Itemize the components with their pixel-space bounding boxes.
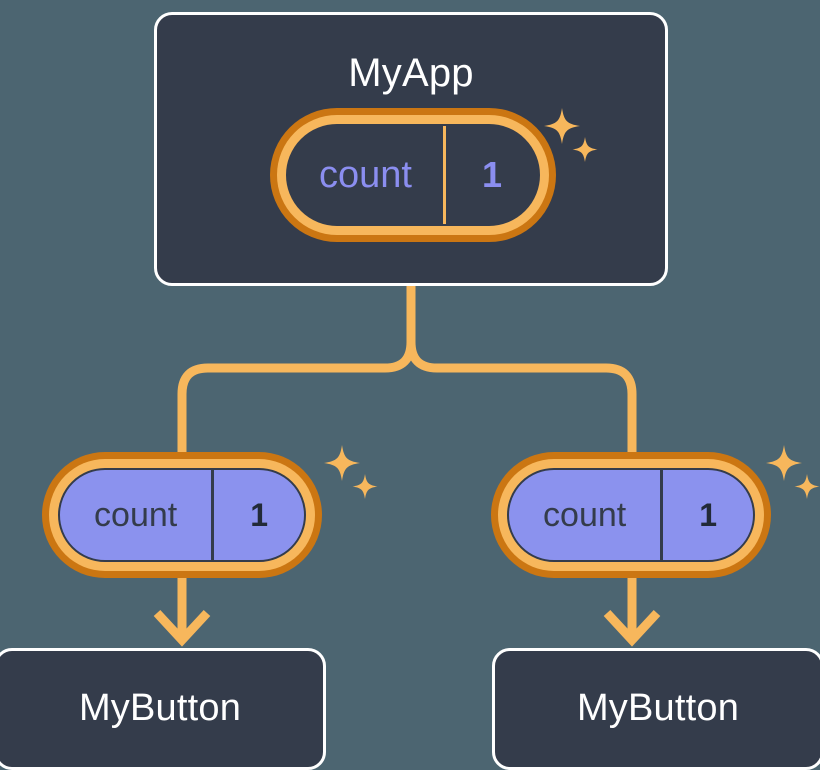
state-pill-child-right[interactable]: count 1: [491, 452, 771, 578]
state-pill-body: count 1: [58, 468, 306, 562]
state-value-label: 1: [211, 470, 304, 560]
state-key-label: count: [94, 495, 178, 534]
sparkle-group-child-left: [320, 441, 384, 510]
connector-tree-path-right: [406, 341, 637, 452]
arrow-left: [153, 578, 211, 647]
state-pill-body: count 1: [286, 124, 540, 226]
state-pill-ring-inner: count 1: [277, 115, 549, 235]
sparkle-icon-large: [766, 445, 802, 481]
component-title-mybutton: MyButton: [78, 687, 242, 729]
connector-tree-path: [177, 286, 416, 452]
sparkle-icon-large: [324, 445, 360, 481]
sparkle-group-child-right: [762, 441, 820, 510]
component-card-mybutton-right[interactable]: MyButton: [492, 648, 820, 770]
state-value-label: 1: [443, 126, 538, 224]
state-pill-ring-inner: count 1: [498, 459, 764, 571]
state-pill-ring-inner: count 1: [49, 459, 315, 571]
component-title-mybutton: MyButton: [576, 687, 740, 729]
component-card-mybutton-left[interactable]: MyButton: [0, 648, 326, 770]
state-pill-myapp[interactable]: count 1: [270, 108, 556, 242]
sparkle-icon-small: [794, 474, 820, 499]
arrow-right: [603, 578, 661, 647]
state-key-label: count: [319, 153, 412, 196]
state-pill-child-left[interactable]: count 1: [42, 452, 322, 578]
component-title-myapp: MyApp: [348, 51, 474, 95]
state-pill-body: count 1: [507, 468, 755, 562]
state-key-label: count: [543, 495, 627, 534]
sparkle-icon-small: [352, 474, 378, 499]
state-value-label: 1: [660, 470, 753, 560]
